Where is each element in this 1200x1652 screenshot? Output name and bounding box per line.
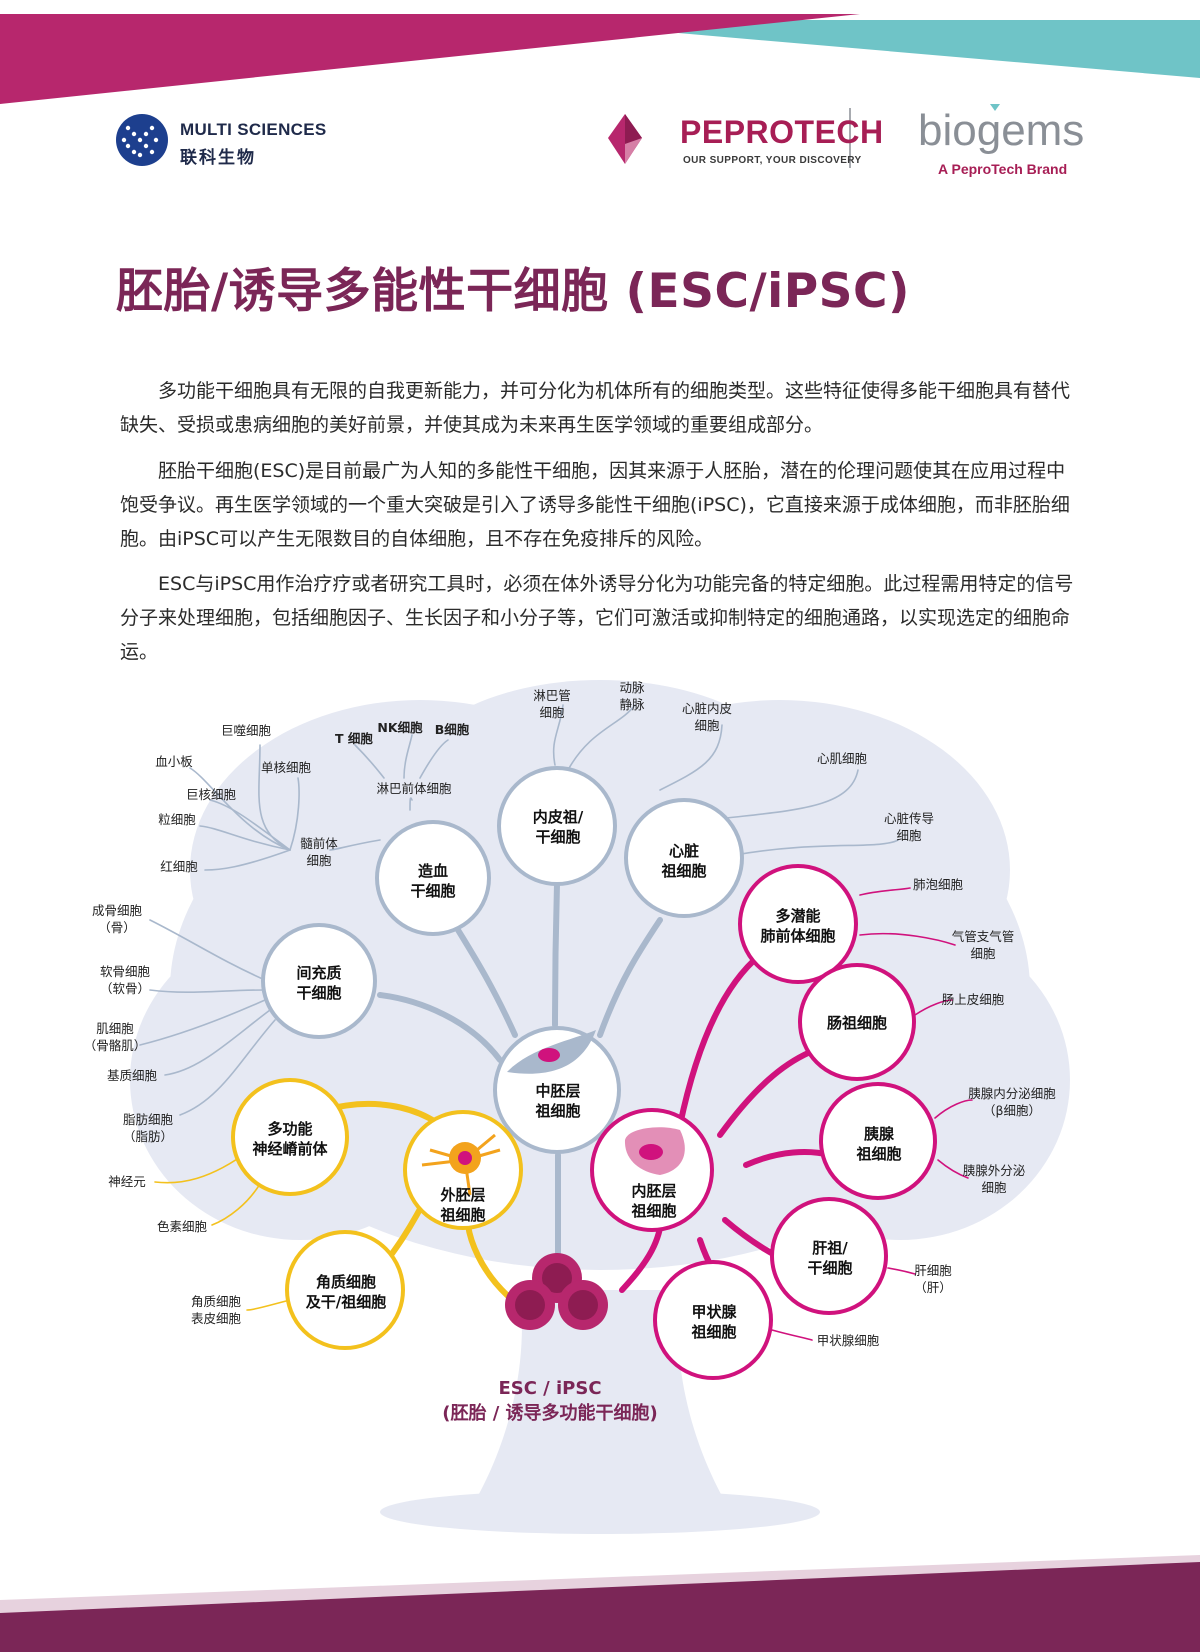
biogems-name: biogems: [918, 106, 1085, 155]
leaf-lymphoid: 淋巴前体细胞: [376, 781, 452, 796]
label-ectoderm: 外胚层祖细胞: [439, 1186, 485, 1224]
leaf-alveolar: 肺泡细胞: [913, 877, 964, 892]
leaf-erythrocyte: 红细胞: [160, 859, 198, 874]
multi-sciences-logo-icon: [116, 114, 168, 166]
leaf-granulocyte: 粒细胞: [158, 812, 196, 827]
leaf-artery-vein: 动脉静脉: [619, 680, 645, 712]
node-intestine: [798, 963, 916, 1081]
leaf-intestinal-epi: 肠上皮细胞: [942, 992, 1005, 1007]
intro-paragraph-3: ESC与iPSC用作治疗疗或者研究工具时，必须在体外诱导分化为功能完备的特定细胞…: [120, 573, 1074, 663]
label-keratinocyte: 角质细胞及干/祖细胞: [306, 1273, 386, 1311]
label-liver: 肝祖/干细胞: [807, 1239, 852, 1277]
leaf-monocyte: 单核细胞: [261, 760, 312, 775]
leaf-chondrocyte: 软骨细胞（软骨）: [100, 964, 151, 996]
leaf-endocardium: 心脏内皮细胞: [682, 701, 732, 733]
label-mesenchymal: 间充质干细胞: [296, 964, 341, 1002]
label-cardiac: 心脏祖细胞: [660, 842, 706, 880]
leaf-t-cell: T 细胞: [335, 731, 373, 746]
multi-sciences-name: MULTI SCIENCES: [180, 120, 327, 139]
intro-paragraph-2: 胚胎干细胞(ESC)是目前最广为人知的多能性干细胞，因其来源于人胚胎，潜在的伦理…: [120, 460, 1070, 550]
peprotech-tagline: OUR SUPPORT, YOUR DISCOVERY: [683, 155, 862, 166]
leaf-pancreatic-exo: 胰腺外分泌细胞: [963, 1163, 1026, 1195]
intro-paragraph-1: 多功能干细胞具有无限的自我更新能力，并可分化为机体所有的细胞类型。这些特征使得多…: [120, 380, 1071, 436]
neuron-cell-icon: [421, 1133, 501, 1196]
biogems-tagline: A PeproTech Brand: [938, 161, 1068, 177]
root-label-line2: (胚胎 / 诱导多功能干细胞): [442, 1402, 658, 1424]
leaf-keratinocyte: 角质细胞表皮细胞: [191, 1294, 242, 1326]
leaf-myocyte: 肌细胞（骨骼肌）: [84, 1021, 147, 1053]
leaf-airway: 气管支气管细胞: [952, 929, 1015, 961]
label-neural-crest: 多功能神经嵴前体: [252, 1120, 328, 1158]
label-lung: 多潜能肺前体细胞: [760, 907, 835, 945]
leaf-stromal: 基质细胞: [107, 1068, 158, 1083]
leaf-platelet: 血小板: [155, 754, 193, 769]
label-mesoderm: 中胚层祖细胞: [534, 1082, 580, 1120]
label-hematopoietic: 造血干细胞: [410, 862, 455, 900]
node-labels: 中胚层祖细胞 外胚层祖细胞 内胚层祖细胞 造血干细胞 内皮祖/干细胞 心脏祖细胞…: [252, 808, 901, 1341]
page-title: 胚胎/诱导多能性干细胞 (ESC/iPSC): [116, 264, 911, 319]
node-thyroid: [653, 1260, 773, 1380]
label-endothelial: 内皮祖/干细胞: [533, 808, 584, 846]
peprotech-logo-icon: [608, 114, 642, 164]
node-liver: [770, 1197, 888, 1315]
node-neural-crest: [231, 1078, 349, 1196]
multi-sciences-name-cn: 联科生物: [180, 148, 256, 167]
esc-ipsc-cell-cluster-icon: [505, 1253, 608, 1330]
node-endothelial: [497, 766, 617, 886]
label-endoderm: 内胚层祖细胞: [630, 1182, 676, 1220]
leaf-osteoblast: 成骨细胞（骨）: [92, 903, 143, 935]
label-thyroid: 甲状腺祖细胞: [690, 1303, 737, 1341]
leaf-lymph-ec: 淋巴管细胞: [533, 688, 571, 720]
leaf-cardiomyocyte: 心肌细胞: [817, 751, 868, 766]
leaf-labels: 淋巴管细胞 动脉静脉 心脏内皮细胞 心肌细胞 心脏传导细胞 巨噬细胞 单核细胞 …: [84, 680, 1057, 1348]
label-intestine: 肠祖细胞: [827, 1014, 887, 1032]
node-mesenchymal: [261, 923, 377, 1039]
bottom-banner: [0, 1560, 1200, 1652]
biogems-accent-icon: [990, 104, 1000, 111]
leaf-neuron: 神经元: [108, 1174, 146, 1189]
node-hematopoietic: [375, 820, 491, 936]
leaf-conduction: 心脏传导细胞: [884, 811, 934, 843]
endoderm-cell-icon: [624, 1127, 685, 1175]
node-cardiac: [624, 798, 744, 918]
diagram-circles: [231, 766, 937, 1380]
top-banner-teal: [620, 20, 1200, 78]
leaf-adipocyte: 脂肪细胞（脂肪）: [123, 1112, 174, 1144]
mesoderm-cell-icon: [507, 1030, 596, 1074]
peprotech-name: PEPROTECH: [680, 114, 884, 150]
root-label: ESC / iPSC (胚胎 / 诱导多功能干细胞): [442, 1378, 658, 1424]
bottom-banner-light: [0, 1555, 1200, 1613]
leaf-thyroid-cell: 甲状腺细胞: [817, 1333, 880, 1348]
leaf-nk-cell: NK细胞: [377, 720, 423, 735]
leaf-megakaryocyte: 巨核细胞: [186, 787, 237, 802]
node-keratinocyte: [285, 1230, 405, 1350]
leaf-myeloid: 髓前体细胞: [300, 836, 338, 868]
node-pancreas: [819, 1082, 937, 1200]
label-pancreas: 胰腺祖细胞: [855, 1125, 901, 1163]
leaf-pancreatic-endo: 胰腺内分泌细胞（β细胞）: [968, 1086, 1056, 1118]
root-label-line1: ESC / iPSC: [498, 1378, 601, 1399]
leaf-b-cell: B细胞: [435, 722, 470, 737]
top-banner-magenta: [0, 14, 860, 104]
leaf-macrophage: 巨噬细胞: [221, 723, 272, 738]
node-lung: [738, 864, 858, 984]
leaf-melanocyte: 色素细胞: [157, 1219, 208, 1234]
leaf-hepatocyte: 肝细胞（肝）: [914, 1263, 952, 1295]
